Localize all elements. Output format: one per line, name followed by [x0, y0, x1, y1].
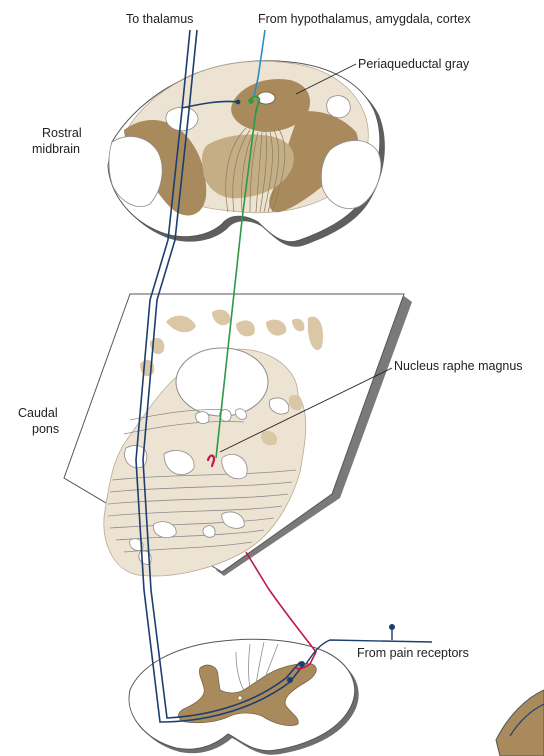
label-pons: pons: [32, 422, 59, 436]
caudal-pons-section: [63, 293, 412, 577]
raphe-leader-line: [219, 367, 393, 453]
pag-neuron-soma: [248, 98, 254, 104]
spinothalamic-tract: [135, 29, 305, 723]
label-caudal: Caudal: [18, 406, 58, 420]
label-nucleus-raphe-magnus: Nucleus raphe magnus: [394, 359, 523, 373]
pons-tract: [202, 525, 216, 538]
pons-nucleus: [212, 309, 231, 326]
cerebral-peduncle-right: [269, 111, 359, 213]
pons-nucleus: [266, 319, 287, 336]
pag-neuron: [251, 95, 261, 113]
dorsal-column-lines: [235, 641, 279, 691]
pons-tract: [235, 408, 247, 420]
dorsal-horn-synapse: [287, 677, 293, 683]
pons-nucleus: [307, 316, 324, 351]
label-midbrain: midbrain: [32, 142, 80, 156]
tract-terminal: [235, 99, 241, 105]
label-periaqueductal-gray: Periaqueductal gray: [358, 57, 470, 71]
pons-nucleus: [236, 320, 255, 337]
hypothalamus-input-fiber: [253, 29, 266, 97]
raphe-to-spinal-fiber: [245, 551, 317, 670]
pons-tract: [163, 450, 195, 476]
midbrain-white-region: [326, 95, 351, 119]
corner-section-fragment: [495, 689, 544, 756]
pag-leader-line: [295, 63, 357, 95]
periaqueductal-gray: [231, 78, 310, 132]
pons-tract: [195, 411, 210, 424]
rostral-midbrain-section: [107, 60, 385, 247]
tract-collateral-to-pag: [181, 100, 239, 109]
dorsal-horn-synapse: [299, 661, 305, 667]
pons-nucleus: [261, 430, 278, 446]
pain-afferent-fiber: [305, 639, 433, 665]
label-from-hypothalamus: From hypothalamus, amygdala, cortex: [258, 12, 471, 26]
substantia-nigra: [202, 134, 294, 199]
cerebral-aqueduct: [256, 91, 276, 105]
label-from-pain-receptors: From pain receptors: [357, 646, 469, 660]
raphe-magnus-neuron: [206, 454, 216, 468]
pons-nucleus: [292, 318, 305, 332]
label-to-thalamus: To thalamus: [126, 12, 193, 26]
spinal-cord-section: [128, 638, 359, 755]
midbrain-white-region: [320, 140, 382, 209]
central-canal: [237, 695, 243, 701]
pag-to-raphe-fiber: [215, 109, 257, 459]
pons-tract: [153, 521, 177, 538]
pontine-fibers: [107, 409, 297, 553]
pons-tract: [221, 511, 245, 529]
midbrain-white-region: [108, 136, 163, 207]
label-rostral: Rostral: [42, 126, 82, 140]
pons-nucleus: [166, 315, 196, 333]
pons-tract: [268, 397, 290, 415]
afferent-ganglion: [389, 624, 395, 630]
pons-tract: [221, 453, 248, 480]
midbrain-fibers: [225, 127, 286, 213]
pons-nucleus: [288, 395, 303, 411]
